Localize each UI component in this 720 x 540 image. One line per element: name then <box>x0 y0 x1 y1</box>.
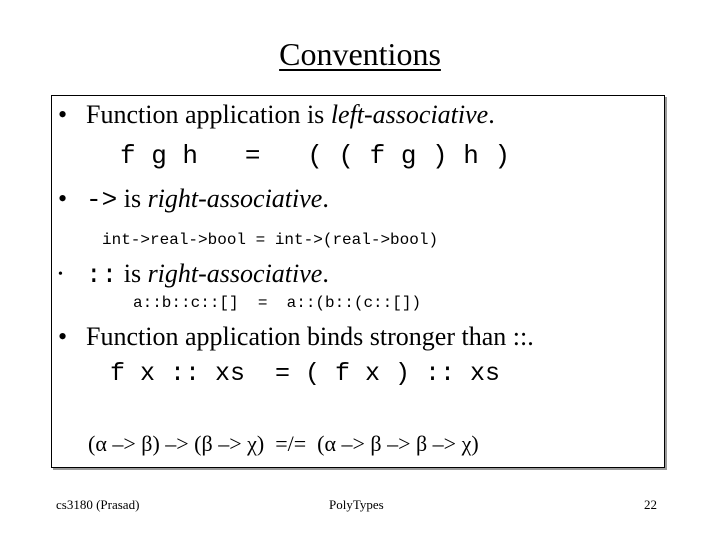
type-expression: (α –> β) –> (β –> χ) =/= (α –> β –> β –>… <box>88 431 479 456</box>
bullet-text: Function application binds stronger than… <box>86 322 534 351</box>
bullet-marker: • <box>58 267 63 282</box>
bullet-arrow-right-associative: • -> is right-associative. <box>58 182 329 217</box>
bullet-marker: • <box>58 184 68 213</box>
bullet-marker: • <box>58 100 68 129</box>
bullet-binding-strength: • Function application binds stronger tha… <box>58 320 534 354</box>
bullet-marker: • <box>58 322 68 351</box>
bullet-punctuation: . <box>488 100 495 129</box>
bullet-punctuation: . <box>322 259 329 288</box>
bullet-code: :: <box>86 260 118 290</box>
footer-page-number: 22 <box>644 497 657 512</box>
bullet-emphasis: right-associative <box>147 259 323 288</box>
bullet-cons-right-associative: •:: is right-associative. <box>58 257 329 292</box>
type-inequality-example: (α –> β) –> (β –> χ) =/= (α –> β –> β –>… <box>88 429 479 459</box>
example-binding: f x :: xs = ( f x ) :: xs <box>110 358 500 390</box>
example-code: a::b::c::[] = a::(b::(c::[]) <box>133 294 422 312</box>
bullet-left-associative: • Function application is left-associativ… <box>58 98 495 132</box>
footer-topic: PolyTypes <box>329 497 384 512</box>
example-code: f g h = ( ( f g ) h ) <box>120 141 511 171</box>
bullet-punctuation: . <box>322 184 329 213</box>
slide-title: Conventions <box>279 36 441 72</box>
bullet-emphasis: right-associative <box>147 184 323 213</box>
example-cons-list: a::b::c::[] = a::(b::(c::[]) <box>133 292 421 314</box>
example-function-application: f g h = ( ( f g ) h ) <box>120 139 510 173</box>
bullet-text: is <box>117 259 148 288</box>
example-arrow-type: int->real->bool = int->(real->bool) <box>102 231 439 249</box>
bullet-text: is <box>117 184 148 213</box>
bullet-code: -> <box>86 185 118 215</box>
example-code: f x :: xs = ( f x ) :: xs <box>110 359 501 388</box>
bullet-emphasis: left-associative <box>330 100 489 129</box>
footer-course: cs3180 (Prasad) <box>56 497 140 512</box>
content-box <box>51 95 665 468</box>
bullet-text: Function application is <box>86 100 331 129</box>
